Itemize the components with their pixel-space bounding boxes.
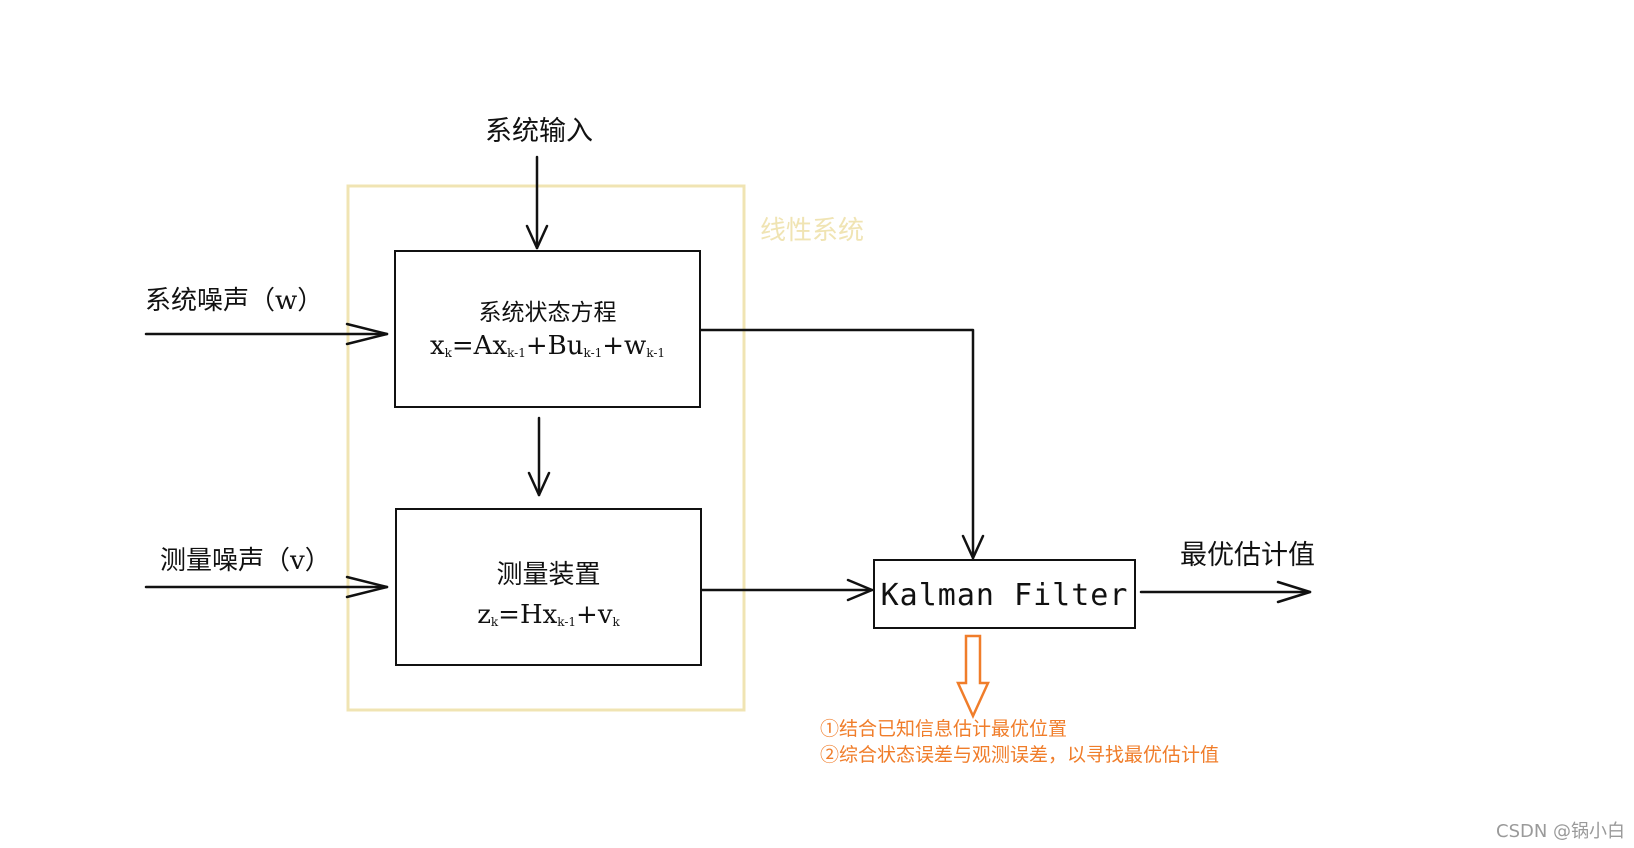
state-eq-w-sub: k-1 [646,346,666,360]
state-eq-x-sub: k [444,346,452,360]
csdn-watermark: CSDN @锅小白 [1496,821,1626,842]
measurement-device-title: 测量装置 [496,560,601,590]
measurement-equation: zk=Hxk-1+vk [397,600,700,630]
meas-eq-z: z [477,600,491,630]
process-noise-label: 系统噪声（w） [145,286,324,316]
meas-eq-h-sub: k-1 [557,615,577,629]
state-eq-b: +Bu [525,331,584,361]
process-noise-arrowhead [345,322,389,346]
linear-system-boundary [346,184,746,712]
measurement-noise-arrowhead [345,575,389,599]
state-eq-b-sub: k-1 [583,346,603,360]
system-input-label: 系统输入 [485,116,593,147]
linear-system-label: 线性系统 [760,216,865,246]
meas-eq-v-sub: k [612,615,620,629]
measure-to-kalman-arrowhead [846,578,874,602]
state-equation: xk=Axk-1+Buk-1+wk-1 [396,331,699,361]
state-to-kalman-line [699,328,975,560]
kalman-filter-box: Kalman Filter [873,559,1136,629]
state-eq-a-sub: k-1 [507,346,526,360]
state-eq-x: x [429,331,445,361]
meas-eq-z-sub: k [490,615,499,629]
state-equation-title: 系统状态方程 [478,300,617,326]
note-line-1: ①结合已知信息估计最优位置 [820,718,1068,740]
state-eq-a: =Ax [451,331,508,361]
state-equation-box: 系统状态方程 xk=Axk-1+Buk-1+wk-1 [394,250,701,408]
meas-eq-h: =Hx [498,600,558,630]
kalman-output-arrowhead [1276,580,1312,604]
state-to-kalman-arrowhead [961,534,985,560]
state-to-measure-arrowhead [527,471,551,497]
note-arrow [956,634,990,720]
note-line-2: ②综合状态误差与观测误差，以寻找最优估计值 [820,744,1220,766]
meas-eq-v: +v [576,600,613,630]
kalman-filter-label: Kalman Filter [880,578,1129,613]
state-eq-w: +w [602,331,647,361]
measurement-noise-label: 测量噪声（v） [160,546,331,576]
optimal-estimate-label: 最优估计值 [1180,540,1315,571]
measurement-device-box: 测量装置 zk=Hxk-1+vk [395,508,702,666]
input-arrowhead [525,224,549,250]
